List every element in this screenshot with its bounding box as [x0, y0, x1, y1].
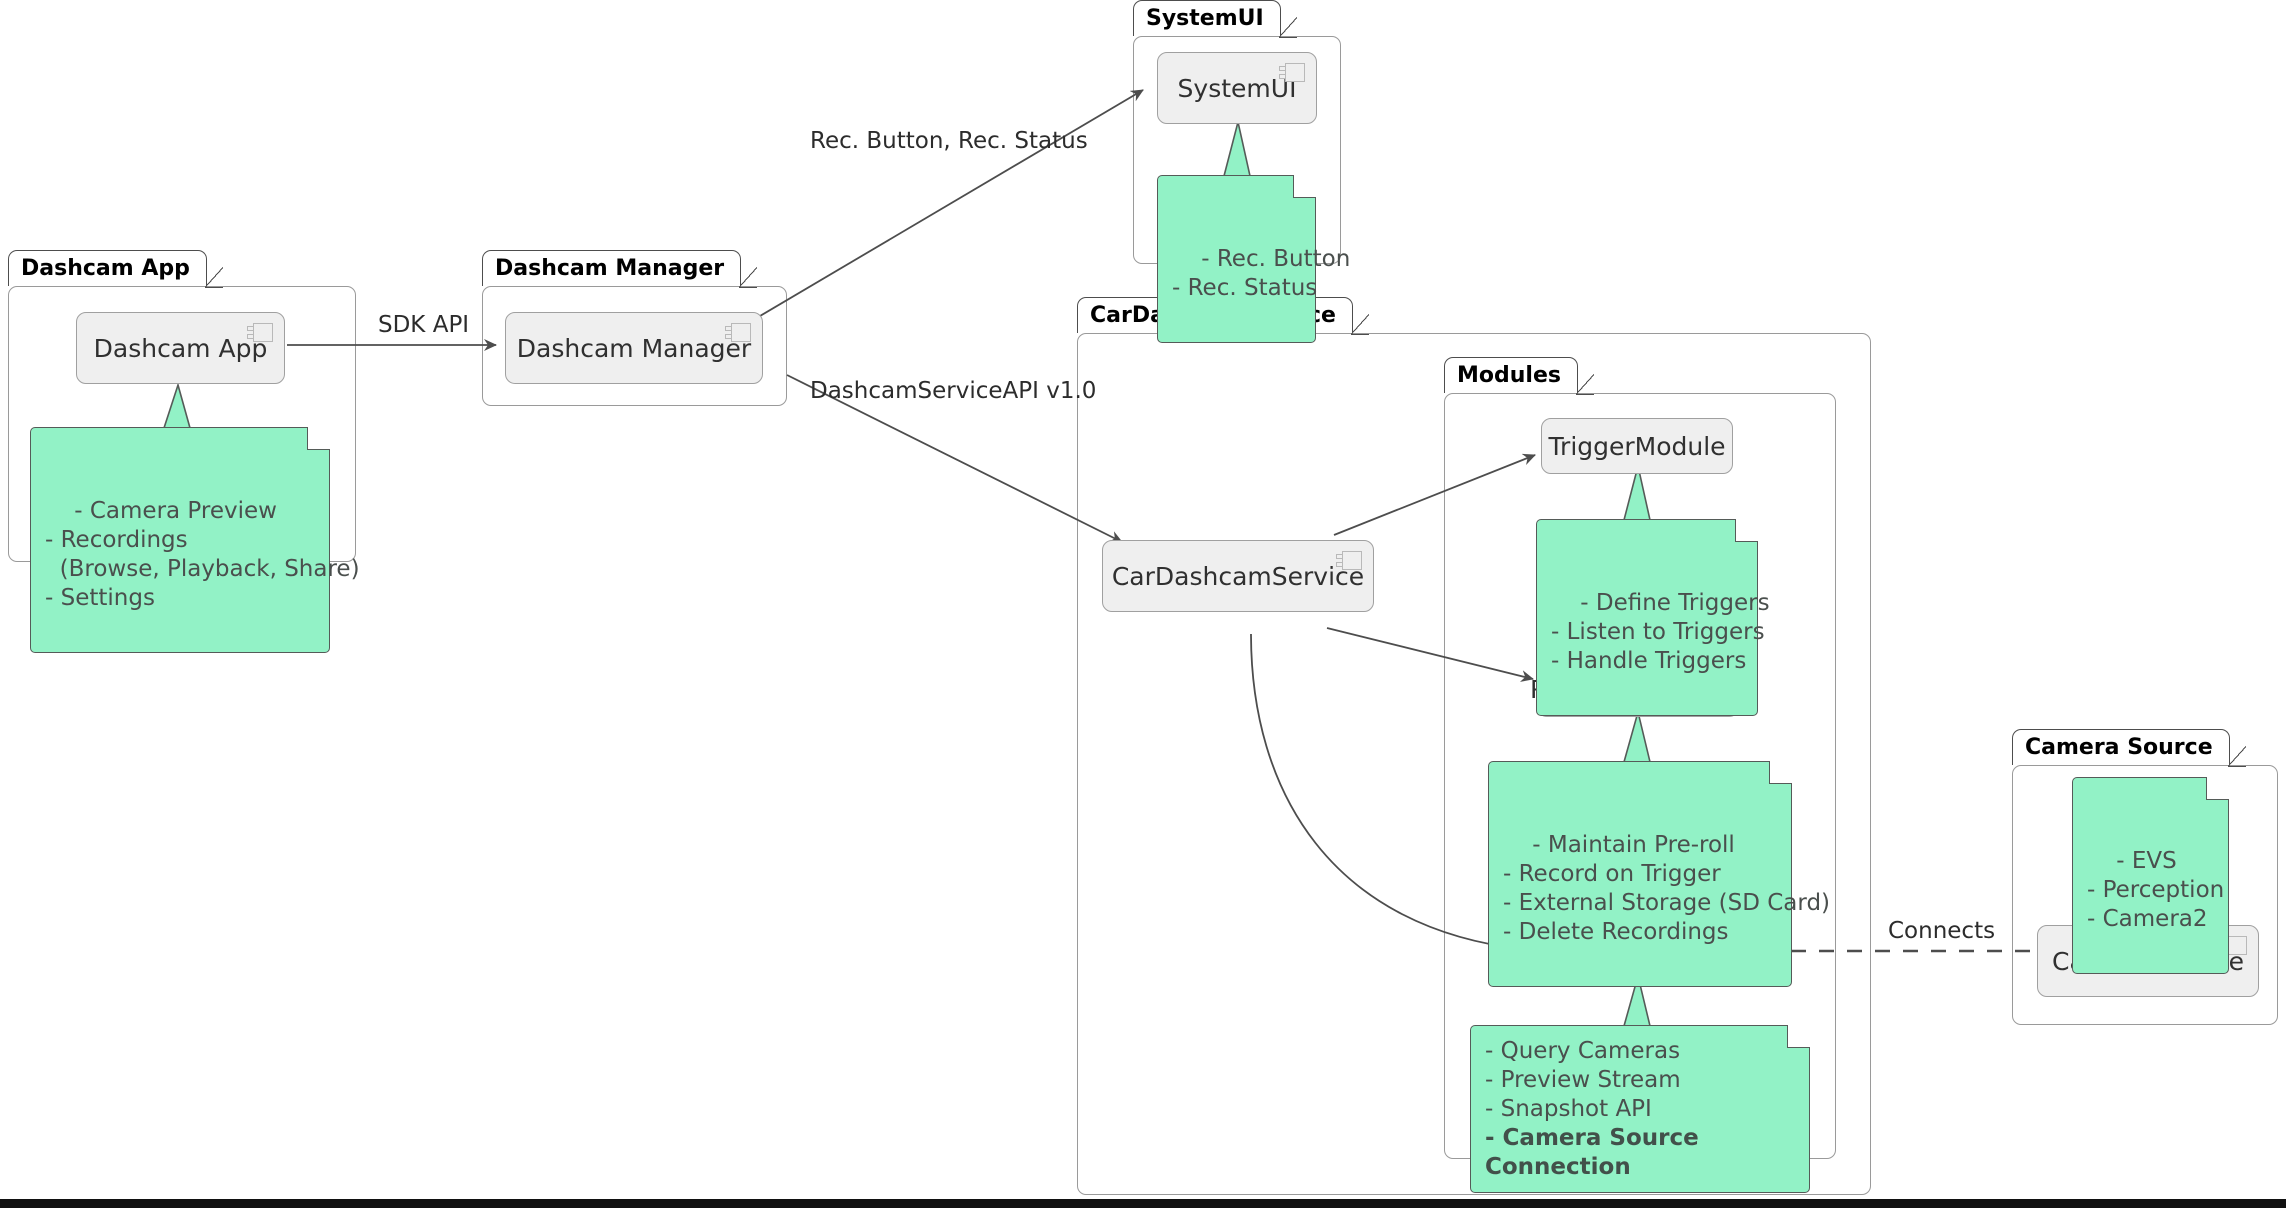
edge-label-text: Rec. Button, Rec. Status [810, 128, 1088, 154]
component-icon [1279, 63, 1305, 82]
note-fold-corner [1293, 175, 1316, 198]
component-car-dashcam-service-label: CarDashcamService [1111, 561, 1365, 591]
note-stream-module-line-3: - Snapshot API [1485, 1096, 1652, 1122]
note-stream-module: - Query Cameras - Preview Stream - Snaps… [1470, 1025, 1810, 1193]
package-dashcam-app-label: Dashcam App [21, 256, 190, 281]
edge-label-text: DashcamServiceAPI v1.0 [810, 378, 1097, 404]
edge-service-to-trigger [1333, 453, 1536, 536]
note-stream-module-line-2: - Preview Stream [1485, 1067, 1681, 1093]
component-system-ui[interactable]: SystemUI [1157, 52, 1317, 124]
component-icon [247, 323, 273, 342]
package-system-ui-tab: SystemUI [1133, 0, 1297, 38]
note-camera-source-text: - EVS - Perception - Camera2 [2087, 848, 2225, 932]
bottom-edge-bar [0, 1199, 2286, 1208]
edge-manager-to-systemui [759, 89, 1144, 317]
component-trigger-module-label: TriggerModule [1548, 431, 1726, 461]
note-recording-module: - Maintain Pre-roll - Record on Trigger … [1488, 761, 1830, 987]
edge-label-sdk-api: SDK API [378, 312, 469, 338]
edge-label-text: Connects [1888, 918, 1996, 944]
note-dashcam-app-text: - Camera Preview - Recordings (Browse, P… [45, 498, 360, 611]
note-camera-source: - EVS - Perception - Camera2 [2072, 777, 2229, 974]
note-fold-corner [1769, 761, 1792, 784]
component-dashcam-manager[interactable]: Dashcam Manager [505, 312, 763, 384]
note-leader-trigger [1622, 465, 1651, 521]
edge-label-dashcam-service-api: DashcamServiceAPI v1.0 [810, 378, 1096, 404]
package-dashcam-app-tab: Dashcam App [8, 250, 223, 288]
note-stream-module-line-1: - Query Cameras [1485, 1038, 1681, 1064]
note-fold-corner [307, 427, 330, 450]
edge-service-to-recording [1326, 627, 1534, 682]
note-fold-corner [1735, 519, 1758, 542]
note-trigger-module: - Define Triggers - Listen to Triggers -… [1536, 519, 1770, 716]
note-system-ui: - Rec. Button - Rec. Status [1157, 175, 1350, 343]
package-modules-label: Modules [1457, 363, 1561, 388]
edge-label-rec-button-status: Rec. Button, Rec. Status [810, 128, 1088, 154]
component-car-dashcam-service[interactable]: CarDashcamService [1102, 540, 1374, 612]
package-modules-tab: Modules [1444, 357, 1594, 395]
component-icon [725, 323, 751, 342]
component-trigger-module[interactable]: TriggerModule [1541, 418, 1733, 474]
component-dashcam-manager-label: Dashcam Manager [516, 333, 752, 363]
package-system-ui-label: SystemUI [1146, 6, 1264, 31]
note-leader-recording [1622, 708, 1652, 763]
note-recording-module-text: - Maintain Pre-roll - Record on Trigger … [1503, 832, 1831, 945]
note-leader-system-ui [1222, 121, 1251, 177]
package-camera-source-tab: Camera Source [2012, 729, 2246, 767]
note-fold-corner [1787, 1025, 1810, 1048]
note-leader-dashcam-app [162, 382, 192, 429]
note-system-ui-text: - Rec. Button - Rec. Status [1172, 246, 1351, 301]
note-fold-corner [2206, 777, 2229, 800]
edge-service-to-stream [1250, 633, 1531, 955]
edge-label-connects: Connects [1888, 918, 1995, 944]
edge-manager-to-service [786, 374, 1123, 543]
package-dashcam-manager-label: Dashcam Manager [495, 256, 725, 281]
edge-label-text: SDK API [378, 312, 470, 338]
component-system-ui-label: SystemUI [1177, 73, 1297, 103]
package-dashcam-manager-tab: Dashcam Manager [482, 250, 758, 288]
component-icon [1336, 551, 1362, 570]
component-dashcam-app[interactable]: Dashcam App [76, 312, 285, 384]
note-dashcam-app: - Camera Preview - Recordings (Browse, P… [30, 427, 360, 653]
component-dashcam-app-label: Dashcam App [93, 333, 268, 363]
note-trigger-module-text: - Define Triggers - Listen to Triggers -… [1551, 590, 1770, 674]
package-camera-source-label: Camera Source [2025, 735, 2213, 760]
note-stream-module-line-4: - Camera Source Connection [1485, 1125, 1699, 1180]
